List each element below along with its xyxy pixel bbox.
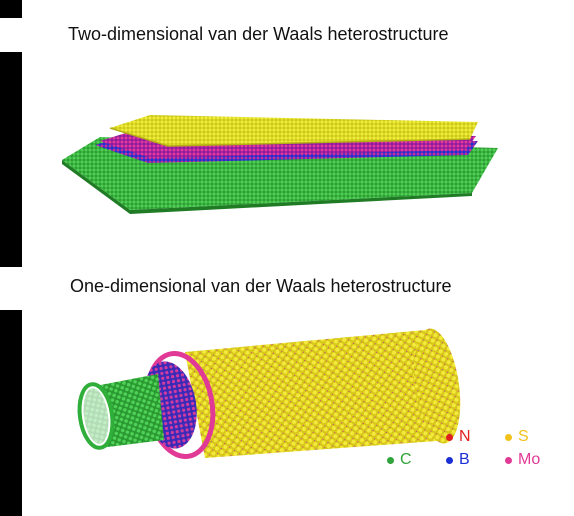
red-dot-icon <box>446 433 453 441</box>
blue-dot-icon <box>446 456 453 464</box>
magenta-dot-icon <box>505 456 512 464</box>
legend-item-b: B <box>446 451 470 469</box>
green-dot-icon <box>387 456 394 464</box>
left-edge-bar-top <box>0 0 22 18</box>
left-edge-bar-bottom <box>0 310 22 516</box>
title-1d-heterostructure: One-dimensional van der Waals heterostru… <box>70 276 452 296</box>
legend-item-n: N <box>446 428 471 446</box>
graphene-layer-edge <box>62 160 472 214</box>
graphene-nanotube <box>77 374 164 450</box>
left-edge-bar-middle <box>0 52 22 267</box>
mos2-nanotube <box>185 328 461 458</box>
legend-item-mo: Mo <box>505 451 540 469</box>
yellow-dot-icon <box>505 433 512 441</box>
title-2d-heterostructure: Two-dimensional van der Waals heterostru… <box>68 24 449 44</box>
mos2-s-layer <box>110 115 478 146</box>
legend-item-c: C <box>387 451 412 469</box>
legend-item-s: S <box>505 428 529 446</box>
